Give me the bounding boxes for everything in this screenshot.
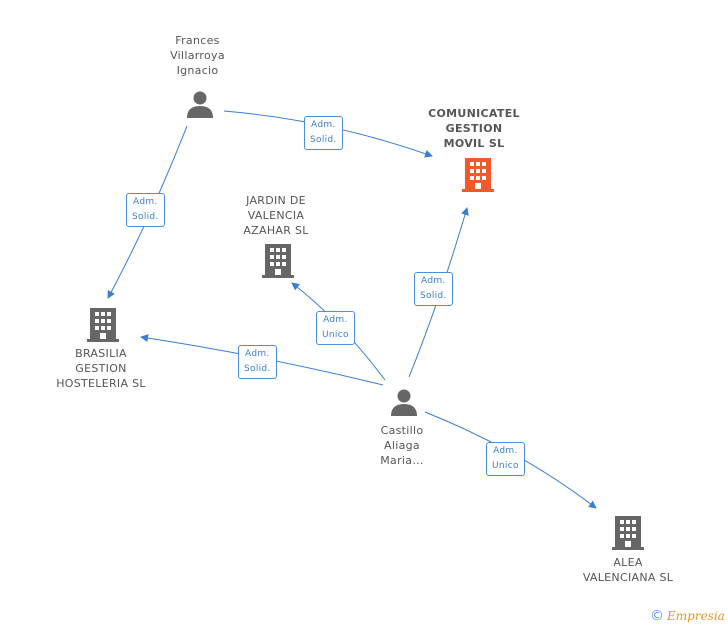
edge-label-line: Adm. bbox=[493, 446, 518, 456]
node-label-frances: Frances Villarroya Ignacio bbox=[150, 33, 245, 78]
edge-label-castillo-jardin[interactable]: Adm. Unico bbox=[316, 311, 355, 345]
building-icon[interactable] bbox=[87, 308, 119, 342]
edge-label-line: Solid. bbox=[420, 291, 447, 301]
node-label-line: AZAHAR SL bbox=[243, 224, 309, 237]
building-icon-main[interactable] bbox=[462, 158, 494, 192]
node-label-comunicatel: COMUNICATEL GESTION MOVIL SL bbox=[418, 106, 530, 151]
node-label-brasilia: BRASILIA GESTION HOSTELERIA SL bbox=[48, 346, 154, 391]
edge-label-line: Unico bbox=[322, 330, 349, 340]
person-icon[interactable] bbox=[389, 387, 419, 417]
edge-label-line: Solid. bbox=[310, 135, 337, 145]
edge-label-castillo-alea[interactable]: Adm. Unico bbox=[486, 442, 525, 476]
node-label-line: VALENCIA bbox=[247, 209, 305, 222]
node-label-castillo: Castillo Aliaga Maria... bbox=[360, 423, 444, 468]
node-label-line: BRASILIA bbox=[75, 347, 127, 360]
node-label-line: GESTION bbox=[445, 122, 503, 135]
edge-label-line: Adm. bbox=[311, 120, 336, 130]
edge-label-line: Adm. bbox=[133, 197, 158, 207]
node-label-alea: ALEA VALENCIANA SL bbox=[576, 555, 680, 585]
building-icon[interactable] bbox=[612, 516, 644, 550]
node-label-line: HOSTELERIA SL bbox=[56, 377, 146, 390]
node-label-line: Castillo bbox=[380, 424, 424, 437]
node-label-line: GESTION bbox=[75, 362, 127, 375]
node-label-line: Maria... bbox=[380, 454, 424, 467]
brand-initial: E bbox=[667, 609, 676, 623]
node-label-line: VALENCIANA SL bbox=[582, 571, 674, 584]
node-label-line: Frances bbox=[175, 34, 220, 47]
node-label-line: ALEA bbox=[613, 556, 643, 569]
edge-label-line: Solid. bbox=[132, 212, 159, 222]
edge-label-line: Unico bbox=[492, 461, 519, 471]
edge-label-line: Adm. bbox=[245, 349, 270, 359]
node-label-jardin: JARDIN DE VALENCIA AZAHAR SL bbox=[228, 193, 324, 238]
footer-brand: ©Empresia bbox=[650, 608, 725, 624]
edge-label-line: Solid. bbox=[244, 364, 271, 374]
edge-label-line: Adm. bbox=[421, 276, 446, 286]
node-label-line: Villarroya bbox=[170, 49, 225, 62]
copyright-symbol: © bbox=[650, 608, 664, 624]
node-label-line: Ignacio bbox=[176, 64, 219, 77]
node-label-line: COMUNICATEL bbox=[428, 107, 520, 120]
edge-label-frances-comunicatel[interactable]: Adm. Solid. bbox=[304, 116, 343, 150]
edge-label-frances-brasilia[interactable]: Adm. Solid. bbox=[126, 193, 165, 227]
edge-label-castillo-comunicatel[interactable]: Adm. Solid. bbox=[414, 272, 453, 306]
brand-logo: Empresia bbox=[667, 609, 725, 623]
node-label-line: Aliaga bbox=[384, 439, 420, 452]
node-label-line: JARDIN DE bbox=[246, 194, 306, 207]
person-icon[interactable] bbox=[185, 89, 215, 119]
edge-label-line: Adm. bbox=[323, 315, 348, 325]
node-label-line: MOVIL SL bbox=[443, 137, 505, 150]
building-icon[interactable] bbox=[262, 244, 294, 278]
brand-name: mpresia bbox=[675, 609, 725, 623]
edge-label-castillo-brasilia[interactable]: Adm. Solid. bbox=[238, 345, 277, 379]
